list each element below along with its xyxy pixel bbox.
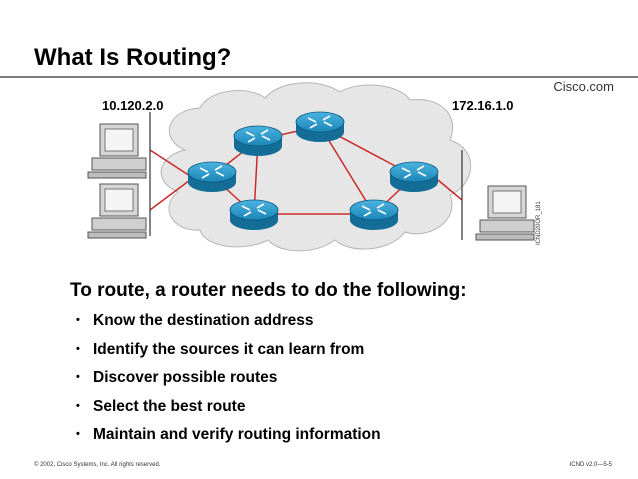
list-item: •Maintain and verify routing information xyxy=(76,426,381,443)
list-item: •Select the best route xyxy=(76,397,246,415)
router-icon xyxy=(187,161,237,192)
workstation-icon xyxy=(87,123,147,179)
router-icon xyxy=(389,161,439,192)
router-icon xyxy=(229,199,279,230)
title-divider xyxy=(0,76,638,78)
bullet-icon: • xyxy=(76,314,80,326)
lead-text: To route, a router needs to do the follo… xyxy=(70,280,467,301)
list-item: •Discover possible routes xyxy=(76,369,278,386)
bullet-icon: • xyxy=(76,342,80,355)
bullet-list: •Know the destination address •Identify … xyxy=(76,310,381,453)
link-router-host3 xyxy=(437,179,463,201)
bullet-icon: • xyxy=(76,371,80,383)
bullet-icon: • xyxy=(76,399,80,412)
link-host2-router xyxy=(149,179,191,211)
workstation-icon xyxy=(475,185,535,241)
link-host1-router xyxy=(149,149,191,177)
router-icon xyxy=(349,199,399,230)
router-icon xyxy=(233,125,283,156)
slide-title: What Is Routing? xyxy=(34,44,232,71)
brand-label: Cisco.com xyxy=(553,79,614,94)
list-item: •Know the destination address xyxy=(76,312,314,329)
figure-code: ICND20OR_181 xyxy=(536,201,542,245)
page-number-footer: ICND v2.0—5-5 xyxy=(569,462,612,468)
list-item: •Identify the sources it can learn from xyxy=(76,340,365,358)
copyright-footer: © 2002, Cisco Systems, Inc. All rights r… xyxy=(34,462,161,468)
right-network-label: 172.16.1.0 xyxy=(452,98,514,113)
router-icon xyxy=(295,111,345,142)
workstation-icon xyxy=(87,183,147,239)
left-network-label: 10.120.2.0 xyxy=(102,98,164,113)
bullet-icon: • xyxy=(76,428,80,440)
